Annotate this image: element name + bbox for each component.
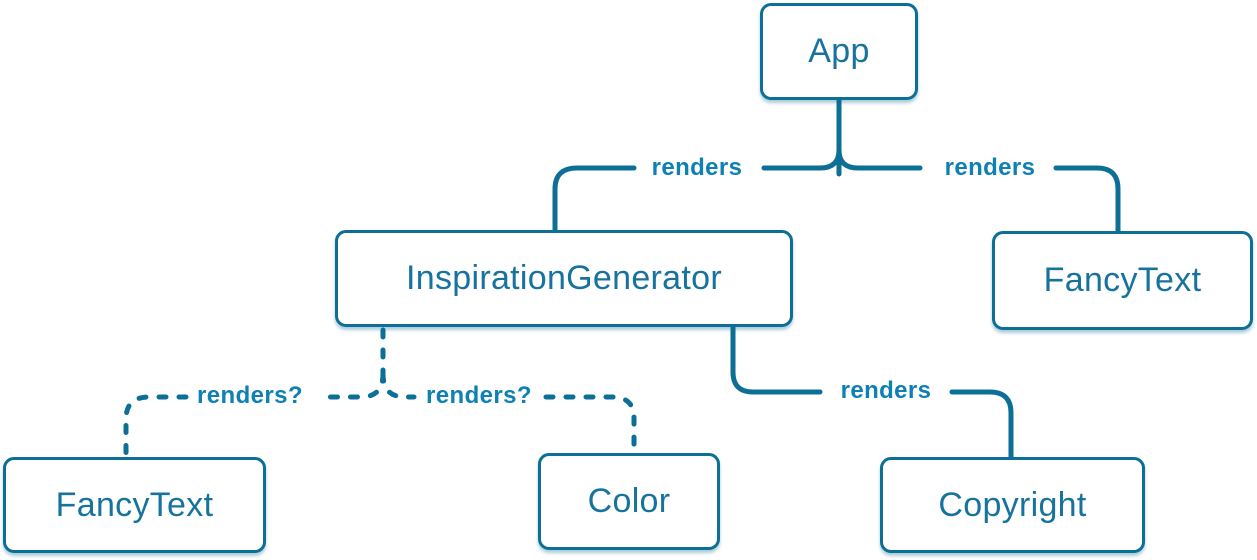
- node-fancy-text-top: FancyText: [992, 231, 1253, 330]
- node-inspiration-generator-label: InspirationGenerator: [406, 259, 722, 297]
- edge-label-renders-app-inspirationgenerator: renders: [651, 154, 743, 181]
- edge-label-renders-inspirationgenerator-copyright: renders: [840, 377, 932, 404]
- edge-inspirationgenerator-copyright-b: [949, 389, 1014, 460]
- edge-inspirationgenerator-copyright-a: [730, 324, 823, 395]
- node-copyright-label: Copyright: [938, 485, 1087, 524]
- edges-dashed: [123, 327, 637, 461]
- edge-inspirationgenerator-color-a: [380, 371, 417, 400]
- edge-app-fancytext-a: [836, 98, 923, 171]
- node-copyright: Copyright: [880, 457, 1145, 553]
- edge-label-renders-inspirationgenerator-fancytext: renders?: [197, 382, 303, 409]
- node-app: App: [760, 3, 918, 100]
- edge-inspirationgenerator-fancytext-a: [315, 371, 386, 400]
- edge-label-renders-app-fancytext: renders: [944, 154, 1036, 181]
- node-inspiration-generator: InspirationGenerator: [335, 230, 793, 327]
- edge-inspirationgenerator-fancytext-b: [123, 394, 189, 461]
- edge-inspirationgenerator-color-b: [543, 394, 637, 456]
- edge-label-renders-inspirationgenerator-color: renders?: [426, 382, 532, 409]
- edge-app-fancytext-b: [1053, 165, 1121, 234]
- node-fancy-text-top-label: FancyText: [1043, 261, 1202, 299]
- edge-app-inspirationgenerator-a: [761, 98, 842, 171]
- node-color: Color: [538, 453, 720, 550]
- node-app-label: App: [808, 32, 870, 70]
- node-fancy-text-bottom: FancyText: [3, 457, 266, 553]
- edge-app-inspirationgenerator-b: [552, 165, 637, 233]
- node-color-label: Color: [587, 482, 671, 520]
- node-fancy-text-bottom-label: FancyText: [55, 485, 214, 524]
- edges-solid: [552, 98, 1121, 460]
